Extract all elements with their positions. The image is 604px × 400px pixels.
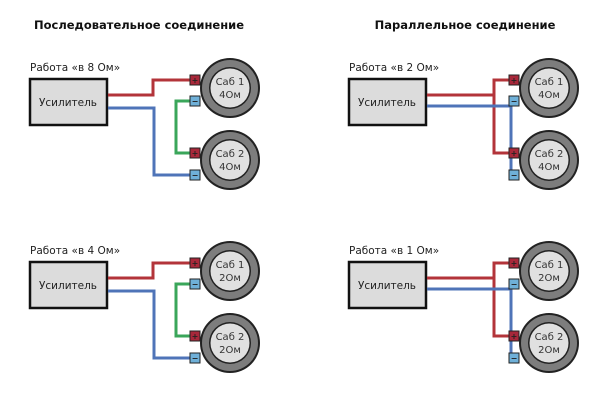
plus-icon: +: [511, 259, 518, 268]
negative-wire: [108, 106, 190, 177]
sub-name: Саб 2: [216, 149, 245, 160]
negative-terminal: [189, 169, 201, 181]
sub-impedance: 2Ом: [538, 273, 560, 284]
negative-wire: [427, 101, 513, 108]
positive-wire-branch: [492, 95, 509, 155]
positive-terminal: [508, 257, 520, 269]
minus-icon: −: [511, 280, 518, 289]
speaker-cone: [210, 251, 250, 291]
negative-terminal: [508, 95, 520, 107]
mode-label: Работа «в 4 Ом»: [30, 245, 120, 257]
amplifier-box: [28, 260, 109, 310]
positive-wire-branch: [492, 278, 509, 338]
negative-wire: [108, 289, 190, 360]
sub-name: Саб 1: [535, 260, 564, 271]
subwoofer-1: Саб 1 4Ом + −: [508, 58, 579, 118]
speaker-cone: [529, 68, 569, 108]
subwoofer-1: Саб 1 2Ом + −: [508, 241, 579, 301]
mode-label: Работа «в 8 Ом»: [30, 62, 120, 74]
sub-impedance: 4Ом: [219, 162, 241, 173]
sub-impedance: 2Ом: [538, 345, 560, 356]
negative-terminal: [508, 352, 520, 364]
plus-icon: +: [511, 332, 518, 341]
diagram-parallel-1ohm: Работа «в 1 Ом» Усилитель Саб 1 2Ом + − Саб 2 2…: [347, 241, 579, 373]
diagram-series-4ohm: Работа «в 4 Ом» Усилитель Саб 1 2Ом + − Саб 2 2…: [28, 241, 260, 373]
minus-icon: −: [192, 97, 199, 106]
negative-terminal: [508, 169, 520, 181]
plus-icon: +: [511, 76, 518, 85]
sub-impedance: 4Ом: [219, 90, 241, 101]
sub-impedance: 2Ом: [219, 345, 241, 356]
mode-label: Работа «в 1 Ом»: [349, 245, 439, 257]
minus-icon: −: [192, 280, 199, 289]
minus-icon: −: [192, 171, 199, 180]
sub-name: Саб 1: [216, 77, 245, 88]
minus-icon: −: [511, 97, 518, 106]
amplifier-label: Усилитель: [358, 280, 416, 292]
series-title: Последовательное соединение: [34, 18, 244, 32]
negative-terminal: [189, 352, 201, 364]
amplifier-box: [347, 77, 428, 127]
positive-terminal: [189, 74, 201, 86]
speaker-cone: [210, 323, 250, 363]
sub-name: Саб 1: [216, 260, 245, 271]
sub-name: Саб 2: [535, 332, 564, 343]
negative-terminal: [508, 278, 520, 290]
positive-wire: [108, 261, 190, 280]
sub-name: Саб 1: [535, 77, 564, 88]
plus-icon: +: [192, 332, 199, 341]
positive-terminal: [508, 147, 520, 159]
plus-icon: +: [192, 259, 199, 268]
amplifier-box: [28, 77, 109, 127]
amplifier-label: Усилитель: [39, 280, 97, 292]
sub-impedance: 4Ом: [538, 162, 560, 173]
subwoofer-1: Саб 1 2Ом + −: [189, 241, 260, 301]
positive-terminal: [508, 74, 520, 86]
negative-wire: [427, 284, 513, 291]
positive-terminal: [189, 257, 201, 269]
speaker-cone: [210, 68, 250, 108]
speaker-cone: [529, 251, 569, 291]
amplifier-label: Усилитель: [39, 97, 97, 109]
subwoofer-2: Саб 2 2Ом + −: [189, 313, 260, 373]
mode-label: Работа «в 2 Ом»: [349, 62, 439, 74]
minus-icon: −: [511, 171, 518, 180]
subwoofer-1: Саб 1 4Ом + −: [189, 58, 260, 118]
negative-terminal: [189, 95, 201, 107]
positive-wire: [427, 78, 509, 97]
sub-impedance: 4Ом: [538, 90, 560, 101]
speaker-cone: [210, 140, 250, 180]
negative-terminal: [189, 278, 201, 290]
plus-icon: +: [192, 149, 199, 158]
positive-wire: [427, 261, 509, 280]
plus-icon: +: [511, 149, 518, 158]
subwoofer-2: Саб 2 4Ом + −: [508, 130, 579, 190]
subwoofer-2: Саб 2 2Ом + −: [508, 313, 579, 373]
positive-terminal: [508, 330, 520, 342]
speaker-cone: [529, 323, 569, 363]
parallel-title: Параллельное соединение: [375, 18, 556, 32]
bridge-wire: [174, 99, 190, 155]
sub-impedance: 2Ом: [219, 273, 241, 284]
minus-icon: −: [192, 354, 199, 363]
plus-icon: +: [192, 76, 199, 85]
positive-terminal: [189, 147, 201, 159]
speaker-cone: [529, 140, 569, 180]
amplifier-box: [347, 260, 428, 310]
amplifier-label: Усилитель: [358, 97, 416, 109]
subwoofer-2: Саб 2 4Ом + −: [189, 130, 260, 190]
diagram-series-8ohm: Работа «в 8 Ом» Усилитель Саб 1 4Ом + − Саб 2 4…: [28, 58, 260, 190]
positive-wire: [108, 78, 190, 97]
diagram-parallel-2ohm: Работа «в 2 Ом» Усилитель Саб 1 4Ом + − Саб 2 4…: [347, 58, 579, 190]
positive-terminal: [189, 330, 201, 342]
minus-icon: −: [511, 354, 518, 363]
sub-name: Саб 2: [535, 149, 564, 160]
bridge-wire: [174, 282, 190, 338]
sub-name: Саб 2: [216, 332, 245, 343]
